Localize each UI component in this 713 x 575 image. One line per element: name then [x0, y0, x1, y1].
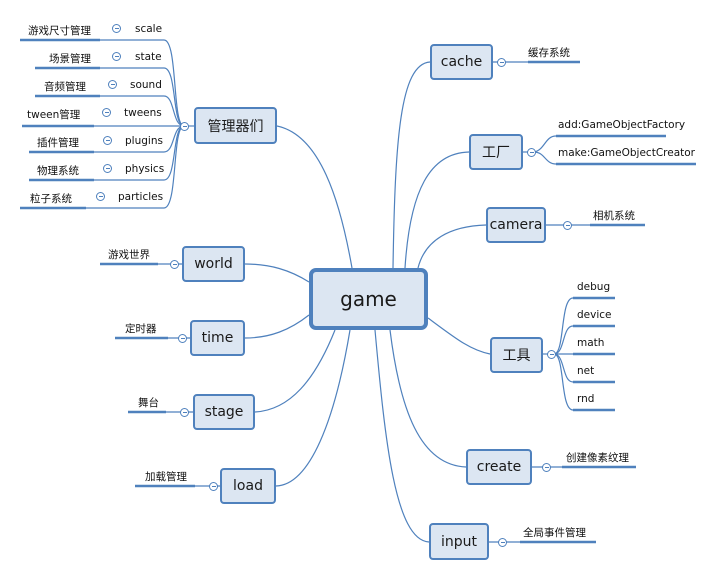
collapse-load-icon[interactable]: [209, 482, 218, 491]
node-tools-label: 工具: [502, 348, 531, 364]
leaf-managers-desc-physics: 物理系统: [37, 165, 79, 177]
leaf-factory-1: add:GameObjectFactory: [558, 119, 686, 131]
collapse-plugins-icon[interactable]: [103, 136, 112, 145]
edge-factory-leaf-1: [533, 135, 666, 153]
node-cache[interactable]: cache: [430, 44, 493, 80]
edge-root-factory: [404, 151, 470, 269]
collapse-input-icon[interactable]: [498, 538, 507, 547]
collapse-particles-icon[interactable]: [96, 192, 105, 201]
edge-root-time: [244, 314, 310, 339]
node-time-label: time: [201, 330, 234, 346]
node-create-label: create: [476, 459, 522, 475]
edge-root-tools: [427, 317, 491, 355]
node-input-label: input: [440, 533, 477, 550]
node-managers[interactable]: 管理器们: [194, 107, 277, 144]
leaf-tools-5: rnd: [577, 393, 595, 405]
collapse-create-icon[interactable]: [542, 463, 551, 472]
leaf-managers-desc-plugins: 插件管理: [37, 137, 79, 149]
leaf-managers-desc-tweens: tween管理: [27, 109, 81, 121]
collapse-managers-icon[interactable]: [180, 122, 189, 131]
collapse-time-icon[interactable]: [178, 334, 187, 343]
collapse-factory-icon[interactable]: [527, 148, 536, 157]
edge-managers-scale: [20, 39, 185, 127]
collapse-state-icon[interactable]: [112, 52, 121, 61]
leaf-camera-1: 相机系统: [593, 210, 635, 222]
leaf-managers-sound: sound: [130, 79, 162, 91]
edge-root-create: [389, 329, 467, 468]
node-factory-label: 工厂: [482, 145, 510, 161]
edge-tools-leaf-5: [553, 353, 615, 411]
node-load[interactable]: load: [220, 468, 276, 504]
leaf-managers-desc-particles: 粒子系统: [30, 193, 72, 205]
leaf-create-1: 创建像素纹理: [566, 452, 629, 464]
leaf-tools-3: math: [577, 337, 605, 349]
collapse-world-icon[interactable]: [170, 260, 179, 269]
edge-tools-leaf-1: [553, 297, 615, 355]
node-world-label: world: [194, 256, 233, 272]
leaf-managers-desc-sound: 音频管理: [44, 81, 86, 93]
node-stage[interactable]: stage: [193, 394, 255, 430]
edge-factory-leaf-2: [533, 151, 696, 165]
node-time[interactable]: time: [190, 320, 245, 356]
node-stage-label: stage: [204, 404, 244, 420]
leaf-managers-particles: particles: [118, 191, 164, 203]
leaf-tools-2: device: [577, 309, 612, 321]
leaf-world-1: 游戏世界: [108, 249, 150, 261]
collapse-scale-icon[interactable]: [112, 24, 121, 33]
node-camera-label: camera: [489, 217, 543, 233]
leaf-input-1: 全局事件管理: [523, 527, 586, 539]
leaf-load-1: 加载管理: [145, 471, 187, 483]
edge-root-world: [244, 263, 310, 283]
edge-root-managers: [276, 125, 353, 269]
leaf-managers-desc-state: 场景管理: [49, 53, 91, 65]
leaf-factory-2: make:GameObjectCreator: [558, 147, 695, 159]
collapse-tweens-icon[interactable]: [102, 108, 111, 117]
edge-root-input: [374, 329, 430, 543]
edge-root-load: [275, 329, 351, 487]
root-node-game[interactable]: game: [309, 268, 428, 330]
collapse-stage-icon[interactable]: [180, 408, 189, 417]
edge-root-stage: [254, 329, 336, 413]
leaf-time-1: 定时器: [125, 323, 157, 335]
node-cache-label: cache: [440, 54, 483, 70]
node-factory[interactable]: 工厂: [469, 134, 523, 170]
leaf-managers-state: state: [135, 51, 162, 63]
node-managers-label: 管理器们: [207, 118, 264, 135]
edge-tools-leaf-2: [553, 325, 615, 355]
node-tools[interactable]: 工具: [490, 337, 543, 373]
collapse-camera-icon[interactable]: [563, 221, 572, 230]
node-input[interactable]: input: [429, 523, 489, 560]
root-node-label: game: [340, 287, 397, 311]
leaf-cache-1: 缓存系统: [528, 47, 570, 59]
edge-root-cache: [392, 61, 431, 269]
leaf-managers-plugins: plugins: [125, 135, 163, 147]
leaf-managers-tweens: tweens: [124, 107, 162, 119]
collapse-cache-icon[interactable]: [497, 58, 506, 67]
leaf-managers-desc-scale: 游戏尺寸管理: [28, 25, 91, 37]
node-load-label: load: [233, 478, 263, 494]
leaf-tools-1: debug: [577, 281, 611, 293]
edge-root-camera: [417, 224, 487, 269]
collapse-tools-icon[interactable]: [547, 350, 556, 359]
node-world[interactable]: world: [182, 246, 245, 282]
leaf-stage-1: 舞台: [138, 397, 159, 409]
collapse-physics-icon[interactable]: [103, 164, 112, 173]
leaf-managers-scale: scale: [135, 23, 163, 35]
node-create[interactable]: create: [466, 449, 532, 485]
leaf-managers-physics: physics: [125, 163, 165, 175]
leaf-tools-4: net: [577, 365, 595, 377]
collapse-sound-icon[interactable]: [108, 80, 117, 89]
node-camera[interactable]: camera: [486, 207, 546, 243]
